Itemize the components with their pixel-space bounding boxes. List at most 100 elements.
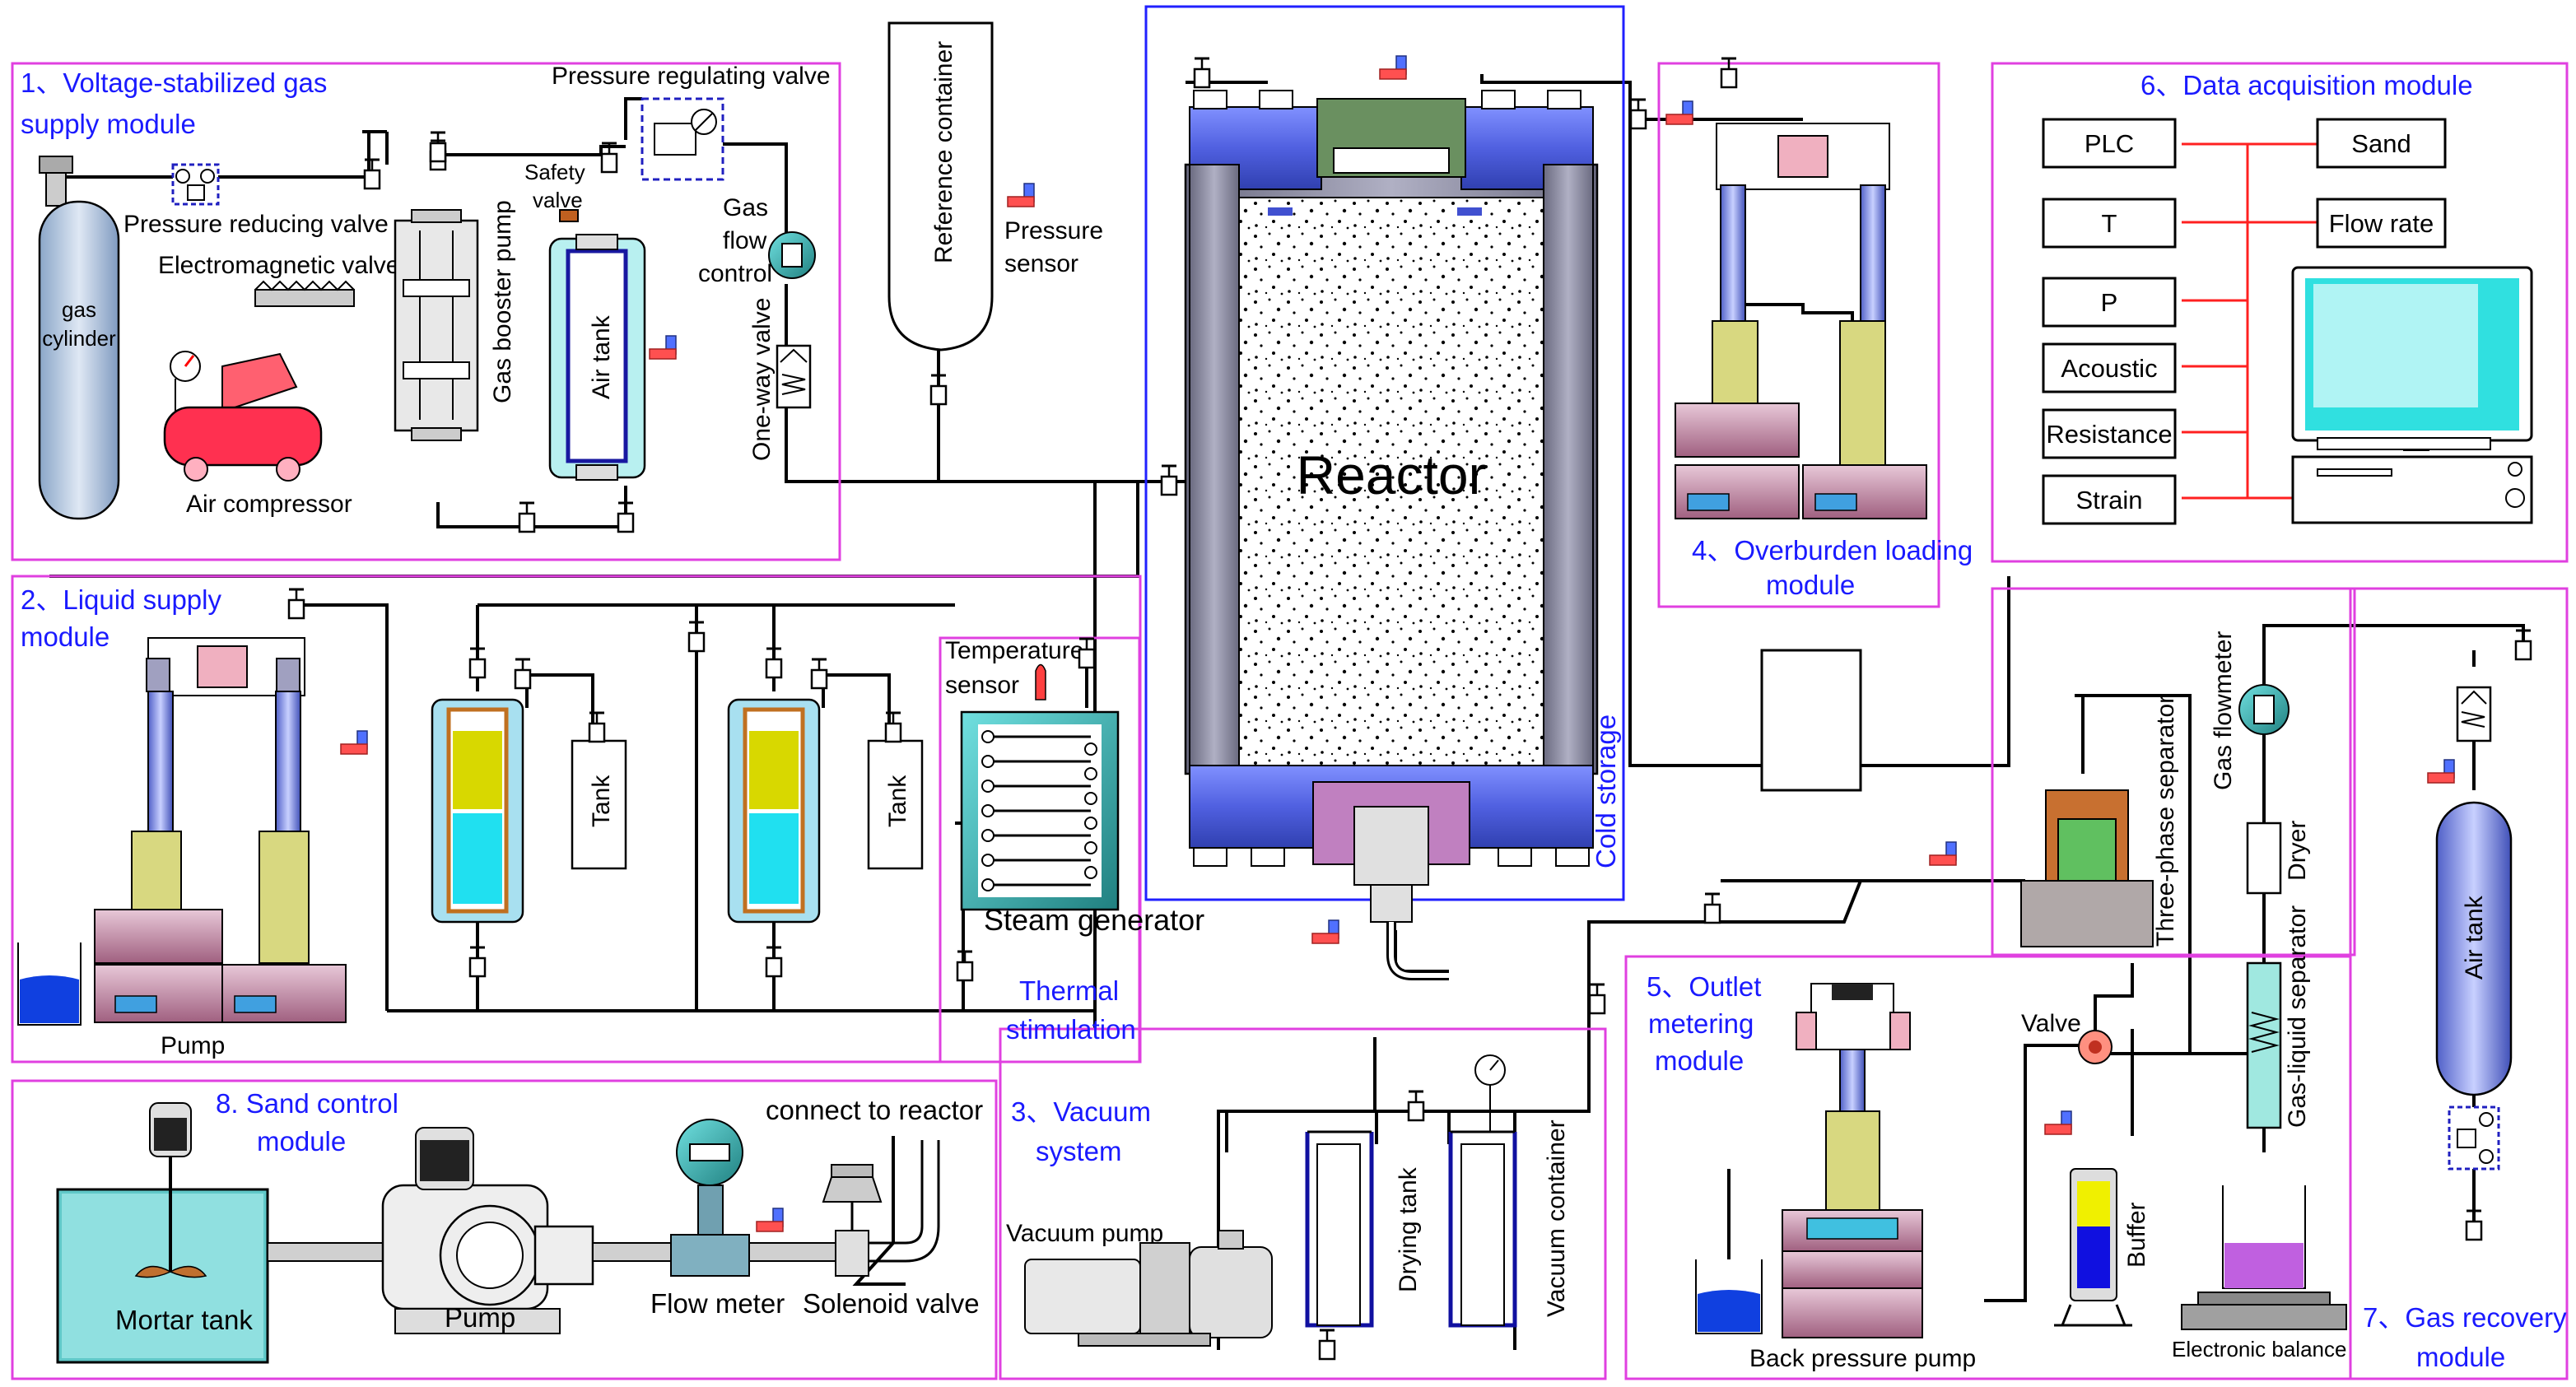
- valve-icon: [765, 946, 783, 978]
- safety-valve-label-2: valve: [533, 188, 583, 212]
- air-tank-1-icon: [548, 234, 646, 481]
- pressure-sensor-icon: [1929, 841, 1957, 866]
- daq-item-left: Strain: [2042, 474, 2177, 525]
- three-phase-separator-icon: [2020, 789, 2154, 947]
- reactor-icon: [1184, 90, 1599, 980]
- dryer-label: Dryer: [2284, 821, 2311, 881]
- module-7-title-2: module: [2416, 1342, 2505, 1372]
- module-5-title-2: metering: [1648, 1008, 1754, 1039]
- tank-a-icon: [571, 711, 627, 870]
- valve-icon: [956, 950, 974, 982]
- pressure-sensor-icon: [649, 335, 677, 360]
- daq-item-left: PLC: [2042, 118, 2177, 169]
- gas-cylinder: [38, 156, 120, 520]
- sand-pipe-2: [748, 1242, 841, 1262]
- valve-icon: [1629, 98, 1647, 130]
- drying-tank-label: Drying tank: [1395, 1166, 1422, 1292]
- daq-item-left: Resistance: [2042, 408, 2177, 459]
- air-compressor-icon: [163, 351, 323, 482]
- pump-8-label: Pump: [445, 1302, 515, 1333]
- daq-item-right: Flow rate: [2316, 198, 2447, 249]
- flow-meter-label: Flow meter: [650, 1288, 785, 1319]
- valve-icon: [468, 946, 487, 978]
- daq-label: Sand: [2351, 129, 2411, 158]
- pressure-sensor-icon: [2044, 1110, 2072, 1135]
- temperature-sensor-label-1: Temperature: [945, 637, 1083, 664]
- reference-container-icon: [887, 21, 994, 406]
- valve-icon: [2514, 629, 2532, 661]
- pressure-sensor-icon: [1311, 919, 1339, 944]
- mortar-tank-label: Mortar tank: [115, 1305, 253, 1335]
- daq-box: [2316, 118, 2447, 169]
- module-7-box: [2349, 587, 2569, 1380]
- module-6-box: [1991, 62, 2569, 563]
- module-3-box: [999, 1027, 1607, 1380]
- tank-a-label: Tank: [588, 775, 615, 827]
- liquid-beaker-icon: [17, 943, 82, 1026]
- pump-2-label: Pump: [161, 1032, 225, 1059]
- pressure-sensor-icon: [1379, 55, 1407, 80]
- gas-flow-control-label-3: control: [698, 260, 772, 287]
- gas-flow-control-label-1: Gas: [723, 194, 768, 221]
- vacuum-pump-icon: [1024, 1230, 1273, 1347]
- valve-icon: [1407, 1090, 1425, 1122]
- module-6-title: 6、Data acquisition module: [2140, 70, 2473, 100]
- module-4-title-1: 4、Overburden loading: [1692, 535, 1973, 566]
- daq-box: [2316, 198, 2447, 249]
- module-2-title-2: module: [21, 621, 109, 652]
- gas-flowmeter-label: Gas flowmeter: [2210, 631, 2237, 790]
- solenoid-valve-icon: [822, 1164, 883, 1277]
- valve-icon: [1588, 983, 1606, 1015]
- daq-label: Acoustic: [2061, 354, 2157, 383]
- module-5-title-3: module: [1655, 1045, 1744, 1076]
- daq-box: [2042, 342, 2177, 393]
- module-8-title-1: 8. Sand control: [216, 1088, 398, 1119]
- electromagnetic-valve-icon: [254, 280, 355, 307]
- reactor-feed-line: [869, 1140, 924, 1245]
- module-8-title-2: module: [257, 1126, 346, 1157]
- pressure-sensor-label-2: sensor: [1004, 250, 1078, 277]
- air-tank-7-icon: [2435, 801, 2513, 1096]
- vacuum-pump-label: Vacuum pump: [1006, 1220, 1163, 1247]
- thermal-title-1: Thermal: [1019, 975, 1119, 1006]
- tank-b-icon: [867, 711, 924, 870]
- vacuum-container-label: Vacuum container: [1543, 1119, 1570, 1317]
- valve-label: Valve: [2021, 1010, 2081, 1037]
- daq-item-right: Sand: [2316, 118, 2447, 169]
- valve-icon: [1703, 892, 1721, 924]
- valve-icon: [468, 647, 487, 679]
- cold-storage-unit: [1760, 649, 1862, 792]
- daq-box: [2042, 408, 2177, 459]
- gas-cylinder-label-2: cylinder: [42, 326, 116, 351]
- flow-meter-icon: [670, 1119, 750, 1277]
- valve-icon: [1318, 1329, 1336, 1361]
- dryer-icon: [2246, 821, 2282, 895]
- daq-box: [2042, 118, 2177, 169]
- valve-icon: [429, 131, 447, 163]
- mortar-pipe: [267, 1242, 392, 1262]
- valve-icon: [765, 647, 783, 679]
- pressure-reducing-valve-7-icon: [2448, 1105, 2500, 1171]
- pressure-sensor-icon: [1665, 100, 1693, 125]
- gas-booster-pump-icon: [394, 209, 479, 441]
- reference-container-label: Reference container: [930, 41, 957, 263]
- daq-item-left: T: [2042, 198, 2177, 249]
- daq-label: PLC: [2085, 129, 2134, 158]
- module-2-title-1: 2、Liquid supply: [21, 584, 221, 615]
- valve-main-icon: [2078, 1030, 2113, 1064]
- pressure-sensor-label-1: Pressure: [1004, 217, 1103, 244]
- valve-icon: [1160, 464, 1178, 496]
- module-5b-box: [1991, 587, 2356, 956]
- tank-b-label: Tank: [884, 775, 911, 827]
- valve-icon: [363, 158, 381, 190]
- module-4-box: [1657, 62, 1940, 608]
- liquid-pump-icon: [94, 637, 347, 1023]
- module-3-title-1: 3、Vacuum: [1011, 1096, 1151, 1127]
- module-1-box: [11, 62, 841, 561]
- valve-icon: [687, 621, 706, 653]
- mortar-tank-icon: [56, 1102, 269, 1364]
- daq-box: [2042, 474, 2177, 525]
- temperature-sensor-icon: [1035, 663, 1046, 700]
- buffer-label: Buffer: [2123, 1202, 2150, 1268]
